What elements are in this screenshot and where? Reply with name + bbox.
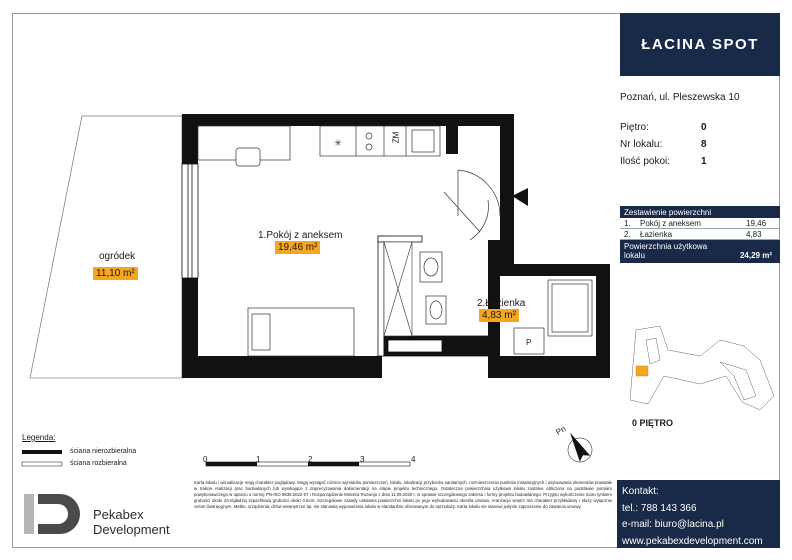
total-value: 24,29 m² — [739, 251, 772, 260]
brand-header: ŁACINA SPOT — [620, 13, 780, 76]
page-frame — [12, 13, 780, 548]
contact-box: Kontakt: tel.: 788 143 366 e-mail: biuro… — [617, 480, 780, 548]
contact-website[interactable]: www.pekabexdevelopment.com — [622, 535, 763, 547]
key-plan-floor-label: 0 PIĘTRO — [632, 418, 674, 428]
disclaimer-text: Karta lokalu i wizualizacje mają charakt… — [194, 480, 612, 509]
kitchen-counter — [319, 125, 441, 157]
contact-email[interactable]: e-mail: biuro@lacina.pl — [622, 519, 724, 530]
wardrobe — [383, 241, 413, 337]
rooms-label-text: Ilość pokoi: — [620, 156, 671, 167]
legend-item-partition: ściana rozbieralna — [70, 460, 127, 467]
window — [181, 163, 199, 279]
scale-bar — [205, 461, 411, 467]
contact-title: Kontakt: — [622, 486, 659, 497]
summary-row: 1. Pokój z aneksem 19,46 — [620, 218, 780, 229]
entrance-marker — [512, 188, 528, 206]
summary-total: Powierzchnia użytkowa lokalu 24,29 m² — [620, 240, 780, 263]
unit-value: 8 — [701, 139, 707, 150]
north-arrow — [567, 432, 593, 463]
floor-label-text: Piętro: — [620, 122, 649, 133]
room-area-bathroom: 4,83 m² — [479, 309, 519, 322]
bathroom-fixtures — [419, 251, 593, 355]
developer-logo-icon — [24, 494, 80, 534]
svg-text:✳: ✳ — [334, 139, 342, 149]
room-label-garden: ogródek — [99, 251, 136, 262]
legend-title: Legenda: — [22, 433, 56, 442]
fridge-label: ZM — [391, 131, 401, 144]
bed — [247, 307, 355, 357]
load-bearing-walls — [182, 114, 610, 378]
key-plan — [629, 325, 775, 411]
room-label-bathroom: 2.Łazienka — [477, 298, 526, 309]
desk — [197, 125, 291, 167]
unit-label-text: Nr lokalu: — [620, 139, 663, 150]
garden-area — [29, 115, 183, 379]
area-summary: Zestawienie powierzchni 1. Pokój z aneks… — [620, 206, 780, 263]
garden-boundary — [29, 115, 182, 379]
legend-item-solid: ściana nierozbieralna — [70, 448, 137, 455]
room-area-garden: 11,10 m² — [93, 267, 138, 280]
partition-walls — [377, 235, 489, 357]
total-label: Powierzchnia użytkowa lokalu — [624, 242, 708, 260]
parking-label: P — [526, 338, 532, 347]
rooms-value: 1 — [701, 156, 707, 167]
address: Poznań, ul. Pleszewska 10 — [620, 92, 740, 103]
summary-title: Zestawienie powierzchni — [620, 206, 780, 218]
brand-name: ŁACINA SPOT — [641, 36, 759, 53]
doors — [443, 169, 501, 241]
floor-value: 0 — [701, 122, 707, 133]
contact-phone[interactable]: tel.: 788 143 366 — [622, 502, 697, 514]
legend-line-solid — [22, 450, 62, 454]
summary-row: 2. Łazienka 4,83 — [620, 229, 780, 240]
legend-line-partition — [21, 461, 63, 467]
room-label-living: 1.Pokój z aneksem — [258, 230, 343, 241]
room-area-living: 19,46 m² — [275, 241, 321, 254]
developer-name: Pekabex Development — [93, 507, 170, 537]
